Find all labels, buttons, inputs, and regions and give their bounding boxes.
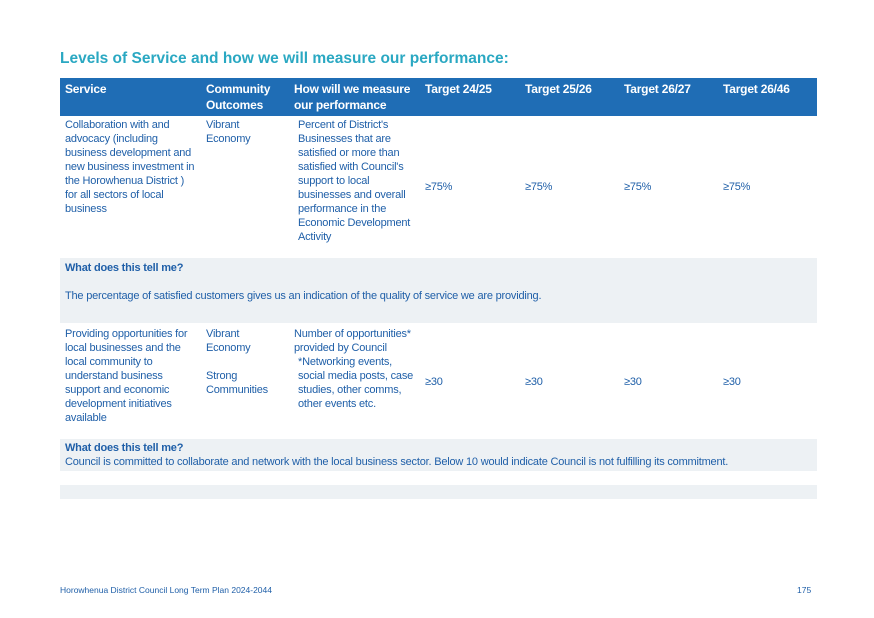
measure-main: Number of opportunities* provided by Cou…	[294, 328, 411, 354]
row-gap	[60, 471, 817, 485]
header-target-2627: Target 26/27	[619, 78, 718, 116]
header-target-2526: Target 25/26	[520, 78, 619, 116]
explanation-row: What does this tell me? The percentage o…	[60, 258, 817, 323]
outcome-strong-communities: Strong Communities	[206, 370, 268, 396]
header-measure: How will we measure our performance	[289, 78, 420, 116]
cell-target-2425: ≥30	[425, 376, 443, 388]
footer-page-number: 175	[797, 585, 812, 595]
cell-target-2627: ≥75%	[624, 181, 652, 193]
cell-outcomes: Vibrant Economy Strong Communities	[201, 323, 289, 439]
footer-document-title: Horowhenua District Council Long Term Pl…	[60, 585, 272, 595]
cell-target-2646: ≥75%	[723, 181, 751, 193]
measure-note: *Networking events, social media posts, …	[298, 356, 414, 410]
header-community-outcomes: Community Outcomes	[201, 78, 289, 116]
cell-outcomes: Vibrant Economy	[206, 119, 251, 145]
cell-measure: Number of opportunities* provided by Cou…	[289, 323, 420, 439]
header-target-2425: Target 24/25	[420, 78, 520, 116]
table-row: Collaboration with and advocacy (includi…	[60, 116, 817, 258]
page-heading: Levels of Service and how we will measur…	[60, 50, 509, 67]
cell-target-2526: ≥75%	[525, 181, 553, 193]
cell-measure: Percent of District's Businesses that ar…	[298, 119, 411, 243]
explanation-text: The percentage of satisfied customers gi…	[65, 290, 542, 302]
levels-of-service-table: Service Community Outcomes How will we m…	[60, 78, 817, 499]
cell-service: Collaboration with and advocacy (includi…	[65, 119, 195, 215]
explanation-cell: What does this tell me? The percentage o…	[60, 258, 817, 323]
explanation-title: What does this tell me?	[65, 442, 184, 454]
table-row: Providing opportunities for local busine…	[60, 323, 817, 439]
cell-target-2526: ≥30	[525, 376, 543, 388]
empty-shaded-row	[60, 485, 817, 499]
explanation-title: What does this tell me?	[65, 262, 184, 274]
cell-target-2646: ≥30	[723, 376, 741, 388]
header-target-2646: Target 26/46	[718, 78, 817, 116]
cell-service: Providing opportunities for local busine…	[65, 328, 188, 424]
table-header-row: Service Community Outcomes How will we m…	[60, 78, 817, 116]
explanation-text: Council is committed to collaborate and …	[65, 456, 729, 468]
header-service: Service	[60, 78, 201, 116]
cell-target-2627: ≥30	[624, 376, 642, 388]
explanation-row: What does this tell me? Council is commi…	[60, 439, 817, 471]
explanation-cell: What does this tell me? Council is commi…	[60, 439, 817, 471]
outcome-vibrant-economy: Vibrant Economy	[206, 328, 251, 354]
cell-target-2425: ≥75%	[425, 181, 453, 193]
